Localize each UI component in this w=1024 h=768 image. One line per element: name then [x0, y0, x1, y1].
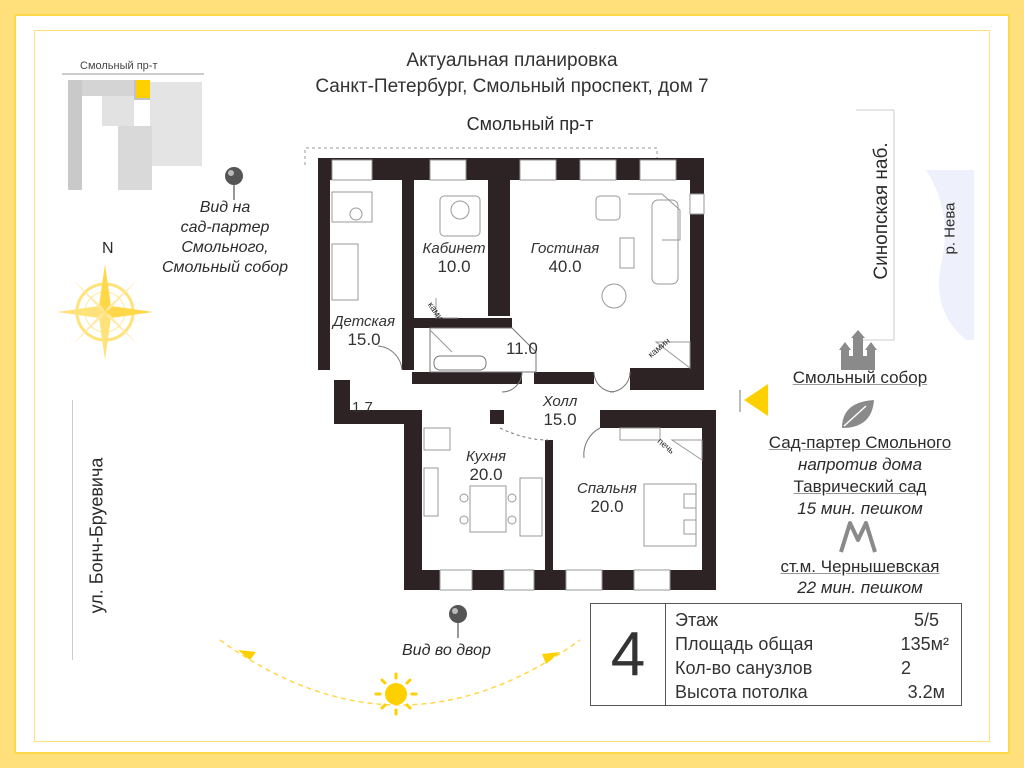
sun-path [219, 639, 581, 716]
info-box: 4 Этаж 5/5 Площадь общая 135м² Кол-во са… [590, 603, 962, 706]
cathedral-label: Смольный собор [792, 368, 928, 387]
mini-map [58, 54, 208, 194]
minimap-street: Смольный пр-т [80, 60, 158, 72]
street-right: Синопская наб. [871, 142, 892, 280]
compass-rose-icon [57, 264, 153, 360]
info-label-area: Площадь общая [675, 634, 814, 654]
room-bedroom: Спальня 20.0 [577, 480, 637, 516]
info-label-bathrooms: Кол-во санузлов [675, 658, 813, 678]
entrance-arrow-icon [744, 384, 768, 416]
yard-view-label: Вид во двор [402, 642, 491, 659]
info-label-ceiling: Высота потолка [675, 682, 808, 702]
room-nursery: Детская 15.0 [333, 313, 395, 349]
street-top: Смольный пр-т [466, 114, 594, 134]
room-bath-area: 11.0 [506, 339, 538, 358]
info-value-bathrooms: 2 [900, 658, 911, 678]
street-left-line [72, 400, 73, 660]
river-map [856, 109, 974, 341]
metro-icon [839, 521, 877, 553]
info-value-floor: 5/5 [913, 610, 939, 630]
room-living: Гостиная 40.0 [530, 240, 600, 276]
leaf-icon [842, 400, 874, 428]
floor-number: 4 [591, 604, 666, 705]
header-line1: Актуальная планировка [406, 50, 618, 71]
metro-landmark: ст.м. Чернышевская 22 мин. пешком [780, 557, 940, 597]
info-label-floor: Этаж [675, 610, 719, 630]
garden-landmark: Сад-партер Смольного напротив дома Таври… [768, 433, 952, 518]
room-kitchen: Кухня 20.0 [466, 448, 506, 484]
river-label: р. Нева [941, 202, 959, 255]
garden-view-label: Вид на сад-партер Смольного, Смольный со… [161, 199, 289, 276]
sun-icon [374, 672, 418, 716]
room-hall: Холл 15.0 [542, 393, 578, 429]
map-pin-icon [225, 167, 243, 200]
room-wc-area: 1.7 [352, 399, 373, 416]
cathedral-icon [839, 330, 877, 370]
compass-north: N [102, 240, 114, 257]
header-line2: Санкт-Петербург, Смольный проспект, дом … [315, 76, 709, 97]
room-study: Кабинет 10.0 [422, 240, 486, 276]
info-value-area: 135м² [900, 634, 949, 654]
info-value-ceiling: 3.2м [907, 682, 945, 702]
map-pin-icon [449, 605, 467, 638]
